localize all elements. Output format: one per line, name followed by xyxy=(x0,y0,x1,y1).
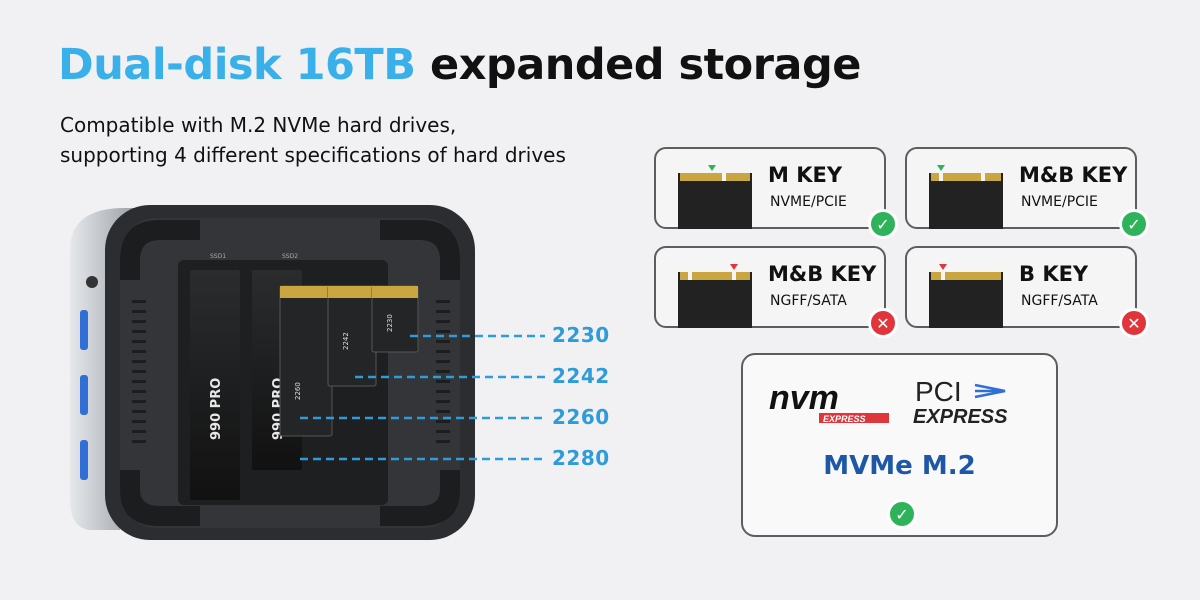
rubber-foot xyxy=(120,220,200,280)
slot-label: SSD1 xyxy=(210,253,226,260)
page-title: Dual-disk 16TB expanded storage xyxy=(58,40,861,90)
subtitle-line-2: supporting 4 different specifications of… xyxy=(60,143,566,167)
rubber-foot xyxy=(380,220,460,280)
mini-pc-illustration: SSD1 SSD2 990 PRO 990 PRO 2260 2242 2230 xyxy=(70,205,475,540)
subtitle: Compatible with M.2 NVMe hard drives, su… xyxy=(60,110,566,170)
key-title: M KEY xyxy=(768,163,843,187)
key-title: B KEY xyxy=(1019,262,1089,286)
ssd-2260 xyxy=(279,285,333,437)
key-card-mb-key-sata: M&B KEY NGFF/SATA ✕ xyxy=(654,246,898,338)
usb-port-icon xyxy=(80,440,88,480)
rubber-foot xyxy=(380,470,460,526)
nvme-m2-label: MVMe M.2 xyxy=(823,451,976,481)
usb-port-icon xyxy=(80,310,88,350)
title-rest: expanded storage xyxy=(430,40,861,90)
svg-text:nvm: nvm xyxy=(769,379,839,417)
size-label-2242: 2242 xyxy=(552,364,610,388)
m2-connector-icon xyxy=(929,165,1003,229)
ssd-size-label: 2242 xyxy=(342,332,350,350)
ssd-size-label: 2260 xyxy=(294,382,302,400)
check-icon: ✓ xyxy=(1119,209,1149,239)
usb-port-icon xyxy=(80,375,88,415)
nvme-card: nvm EXPRESS PCI EXPRESS MVMe M.2 ✓ xyxy=(741,353,1058,537)
key-subtitle: NVME/PCIE xyxy=(770,194,847,210)
check-icon: ✓ xyxy=(887,499,917,529)
check-icon: ✓ xyxy=(868,209,898,239)
svg-text:PCI: PCI xyxy=(915,376,962,407)
m2-connector-icon xyxy=(929,264,1003,328)
key-subtitle: NGFF/SATA xyxy=(1021,293,1098,309)
key-title: M&B KEY xyxy=(768,262,877,286)
size-label-2230: 2230 xyxy=(552,323,610,347)
key-card-m-key: M KEY NVME/PCIE ✓ xyxy=(654,147,898,239)
ssd-card xyxy=(190,270,240,500)
key-card-mb-key-nvme: M&B KEY NVME/PCIE ✓ xyxy=(905,147,1149,239)
nvm-express-logo: nvm EXPRESS xyxy=(769,379,889,424)
m2-connector-icon xyxy=(678,165,752,229)
subtitle-line-1: Compatible with M.2 NVMe hard drives, xyxy=(60,113,457,137)
size-label-2280: 2280 xyxy=(552,446,610,470)
key-subtitle: NGFF/SATA xyxy=(770,293,847,309)
audio-jack-icon xyxy=(86,276,98,288)
ssd-brand-label: 990 PRO xyxy=(209,378,224,440)
title-highlight: Dual-disk 16TB xyxy=(58,40,416,90)
key-card-b-key: B KEY NGFF/SATA ✕ xyxy=(905,246,1149,338)
cross-icon: ✕ xyxy=(1119,308,1149,338)
ssd-size-label: 2230 xyxy=(386,314,394,332)
vent-grille xyxy=(132,300,450,443)
size-label-2260: 2260 xyxy=(552,405,610,429)
svg-text:EXPRESS: EXPRESS xyxy=(823,414,866,424)
ssd-2242 xyxy=(327,285,377,387)
cross-icon: ✕ xyxy=(868,308,898,338)
svg-text:EXPRESS: EXPRESS xyxy=(913,406,1008,428)
rubber-foot xyxy=(120,470,200,526)
slot-label: SSD2 xyxy=(282,253,298,260)
pci-express-logo: PCI EXPRESS xyxy=(913,376,1008,428)
key-subtitle: NVME/PCIE xyxy=(1021,194,1098,210)
m2-connector-icon xyxy=(678,264,752,328)
key-title: M&B KEY xyxy=(1019,163,1128,187)
